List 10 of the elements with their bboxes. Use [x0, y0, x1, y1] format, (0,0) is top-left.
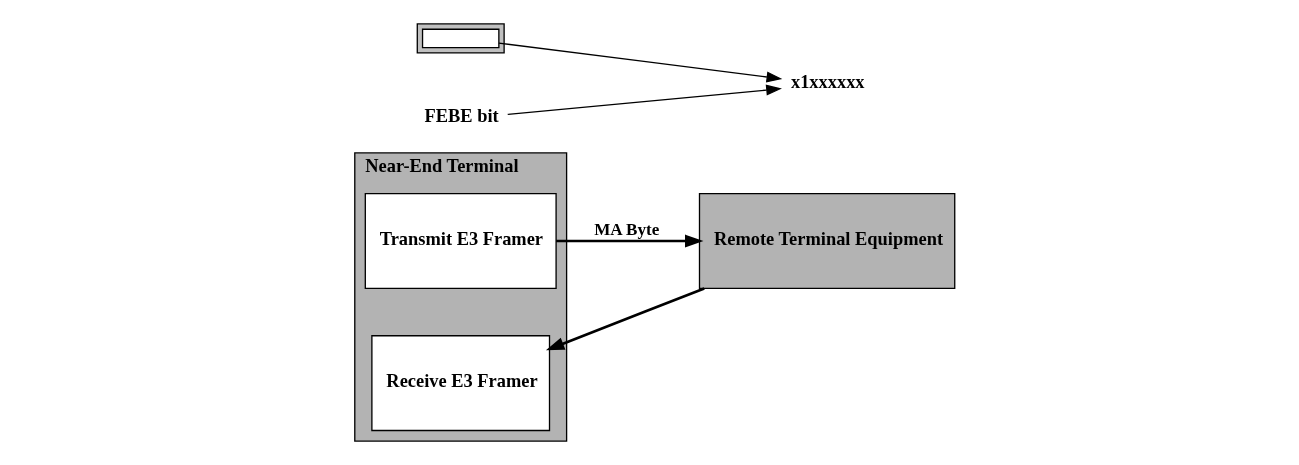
- arrow: [507, 84, 782, 116]
- node-box: Remote Terminal Equipment: [698, 193, 956, 290]
- edge-label: MA Byte: [594, 220, 660, 239]
- arrow: [545, 287, 705, 351]
- node-text: FEBE bit: [424, 106, 499, 127]
- node-box: Receive E3 Framer: [371, 335, 551, 432]
- node-box: Transmit E3 Framer: [364, 193, 557, 290]
- arrow: [498, 42, 783, 83]
- node-text: x1xxxxxx: [790, 72, 865, 93]
- arrow: [556, 234, 704, 248]
